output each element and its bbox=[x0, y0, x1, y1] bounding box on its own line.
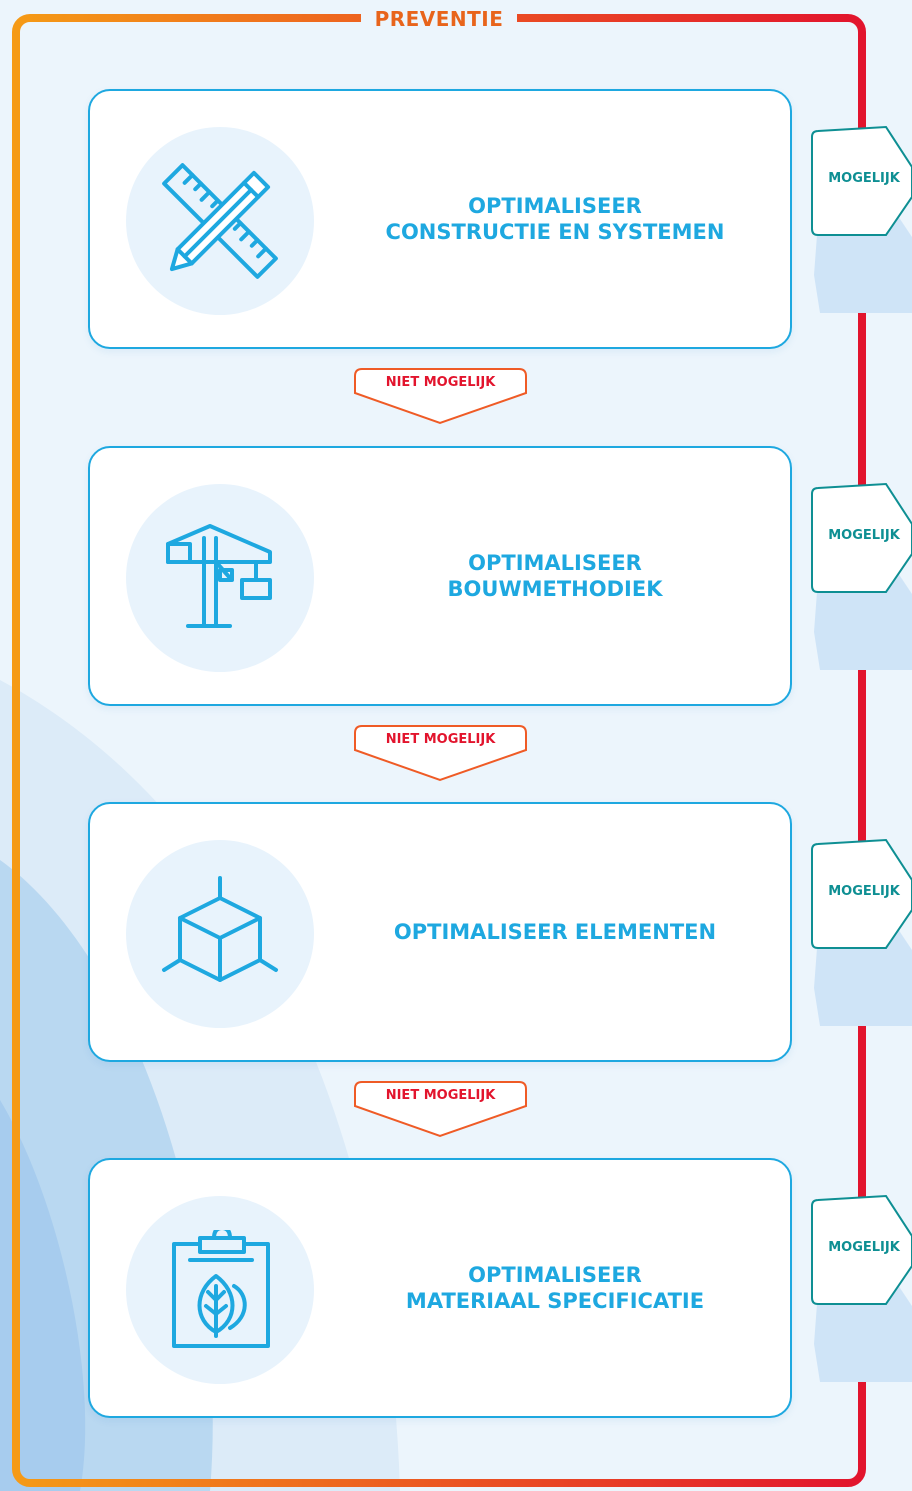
niet-mogelijk-arrow-shape bbox=[354, 1081, 527, 1138]
icon-circle bbox=[126, 484, 314, 672]
icon-circle bbox=[126, 840, 314, 1028]
step-card-bouwmethodiek: OPTIMALISEER BOUWMETHODIEK bbox=[88, 446, 792, 706]
niet-mogelijk-badge: NIET MOGELIJK bbox=[353, 1080, 528, 1140]
mogelijk-badge: MOGELIJK bbox=[810, 125, 912, 315]
mogelijk-badge: MOGELIJK bbox=[810, 482, 912, 672]
mogelijk-badge: MOGELIJK bbox=[810, 838, 912, 1028]
niet-mogelijk-arrow-shape bbox=[354, 368, 527, 425]
niet-mogelijk-label: NIET MOGELIJK bbox=[385, 375, 496, 390]
mogelijk-label: MOGELIJK bbox=[828, 171, 900, 186]
niet-mogelijk-badge: NIET MOGELIJK bbox=[353, 724, 528, 784]
diagram-title: PREVENTIE bbox=[361, 4, 517, 34]
niet-mogelijk-label: NIET MOGELIJK bbox=[385, 732, 496, 747]
step-card-materiaal: OPTIMALISEER MATERIAAL SPECIFICATIE bbox=[88, 1158, 792, 1418]
step-label: OPTIMALISEER ELEMENTEN bbox=[393, 920, 717, 944]
mogelijk-arrow-shape bbox=[811, 125, 912, 313]
crane-icon bbox=[166, 524, 272, 628]
step-card-elementen: OPTIMALISEER ELEMENTEN bbox=[88, 802, 792, 1062]
step-label: OPTIMALISEER CONSTRUCTIE EN SYSTEMEN bbox=[385, 194, 725, 244]
step-label: OPTIMALISEER MATERIAAL SPECIFICATIE bbox=[405, 1263, 705, 1313]
mogelijk-label: MOGELIJK bbox=[828, 1240, 900, 1255]
icon-circle bbox=[126, 1196, 314, 1384]
niet-mogelijk-arrow-shape bbox=[354, 725, 527, 782]
cube-icon bbox=[162, 876, 278, 982]
icon-circle bbox=[126, 127, 314, 315]
mogelijk-arrow-shape bbox=[811, 838, 912, 1026]
ruler-pencil-icon bbox=[162, 163, 278, 279]
mogelijk-badge: MOGELIJK bbox=[810, 1194, 912, 1384]
mogelijk-label: MOGELIJK bbox=[828, 884, 900, 899]
mogelijk-arrow-shape bbox=[811, 482, 912, 670]
step-label: OPTIMALISEER BOUWMETHODIEK bbox=[447, 551, 663, 601]
clipboard-leaf-icon bbox=[172, 1230, 270, 1348]
niet-mogelijk-badge: NIET MOGELIJK bbox=[353, 367, 528, 427]
mogelijk-label: MOGELIJK bbox=[828, 528, 900, 543]
mogelijk-arrow-shape bbox=[811, 1194, 912, 1382]
step-card-constructie: OPTIMALISEER CONSTRUCTIE EN SYSTEMEN bbox=[88, 89, 792, 349]
niet-mogelijk-label: NIET MOGELIJK bbox=[385, 1088, 496, 1103]
